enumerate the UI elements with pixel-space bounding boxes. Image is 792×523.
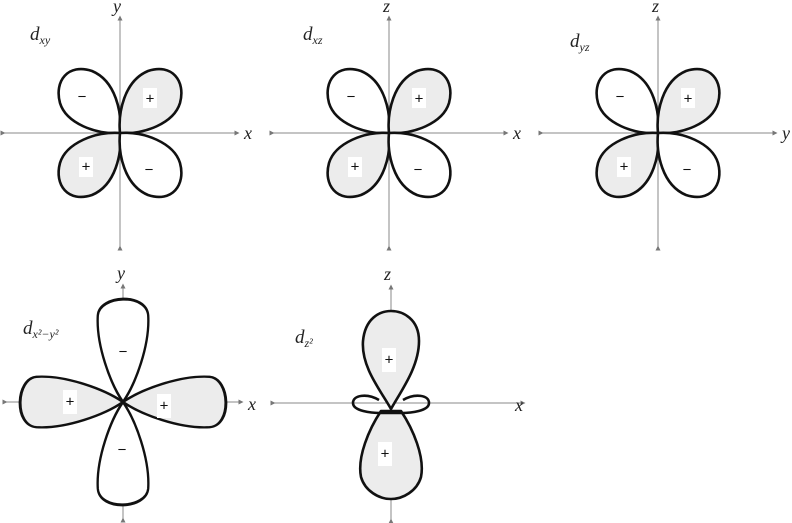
axis-label: z bbox=[651, 0, 659, 16]
axis-label: x bbox=[512, 123, 521, 143]
orbital-dxz: − + + − x z dxz bbox=[269, 0, 521, 251]
sign-label: + bbox=[381, 446, 390, 463]
orbital-dx2-y2: − + + − x y dx²−y² bbox=[2, 263, 256, 523]
lobe-upper-left bbox=[595, 67, 660, 135]
axis-label: x bbox=[514, 395, 523, 415]
orbital-label: dx²−y² bbox=[23, 318, 59, 341]
sign-label: + bbox=[66, 394, 75, 411]
sign-label: + bbox=[385, 352, 394, 369]
axis-label: y bbox=[111, 0, 121, 16]
sign-label: + bbox=[684, 91, 693, 108]
lobe-upper-left bbox=[326, 67, 391, 135]
sign-label: − bbox=[145, 162, 154, 179]
axis-label: y bbox=[115, 263, 125, 283]
axis-label: y bbox=[780, 123, 790, 143]
orbital-dxy: − + + − x y dxy bbox=[0, 0, 252, 251]
sign-label: − bbox=[347, 89, 356, 106]
orbital-label: dxz bbox=[303, 24, 323, 47]
orbital-label: dz² bbox=[295, 327, 313, 350]
axis-label: x bbox=[247, 394, 256, 414]
sign-label: − bbox=[616, 89, 625, 106]
axis-label: z bbox=[383, 264, 391, 284]
orbital-dz2: + + x z dz² bbox=[270, 264, 526, 523]
sign-label: + bbox=[351, 159, 360, 176]
sign-label: + bbox=[146, 91, 155, 108]
sign-label: + bbox=[160, 398, 169, 415]
sign-label: − bbox=[119, 344, 128, 361]
sign-label: − bbox=[78, 89, 87, 106]
orbital-dyz: − + + − y z dyz bbox=[538, 0, 790, 251]
lobe-upper-left bbox=[57, 67, 122, 135]
sign-label: + bbox=[415, 91, 424, 108]
orbital-label: dxy bbox=[30, 24, 51, 47]
axis-label: x bbox=[243, 123, 252, 143]
sign-label: − bbox=[683, 162, 692, 179]
axis-label: z bbox=[382, 0, 390, 16]
lobe-right bbox=[121, 375, 228, 429]
orbital-label: dyz bbox=[570, 31, 590, 54]
sign-label: − bbox=[118, 442, 127, 459]
torus-ring bbox=[351, 394, 431, 415]
sign-label: + bbox=[82, 159, 91, 176]
sign-label: − bbox=[414, 162, 423, 179]
sign-label: + bbox=[620, 159, 629, 176]
